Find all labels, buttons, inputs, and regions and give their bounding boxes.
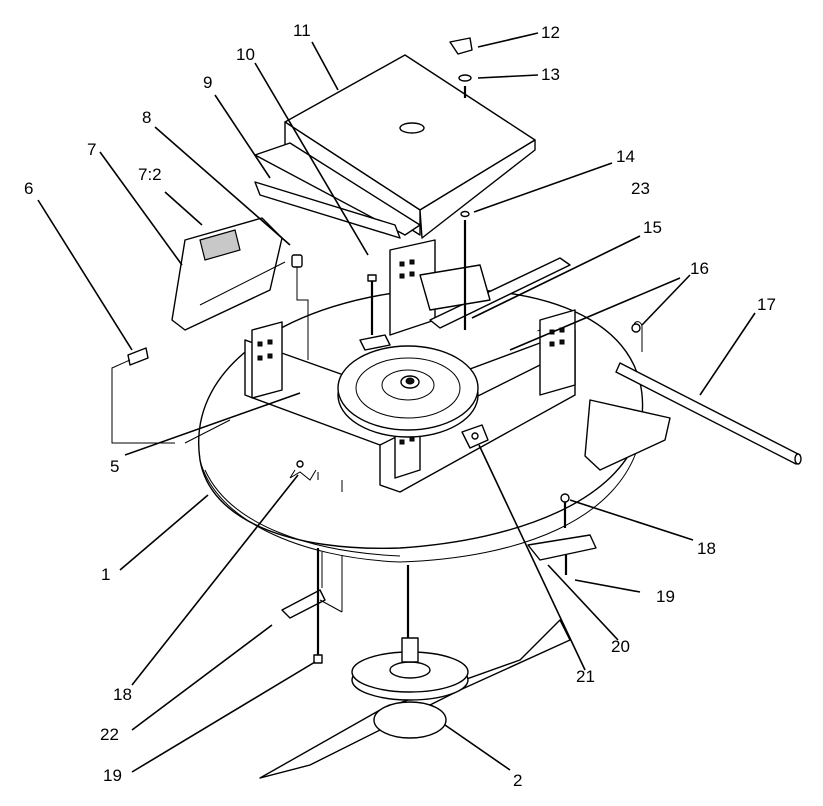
callout-23: 23 <box>631 179 650 198</box>
callout-19-b: 19 <box>656 587 675 606</box>
callout-17: 17 <box>757 295 776 314</box>
leader-lines <box>37 32 756 773</box>
callout-1: 1 <box>101 565 110 584</box>
callout-5: 5 <box>110 457 119 476</box>
callout-10: 10 <box>236 45 255 64</box>
side-shield <box>171 217 286 331</box>
bolt-10 <box>359 274 391 351</box>
callout-18-a: 18 <box>113 685 132 704</box>
callout-7: 7 <box>87 140 96 159</box>
callout-16: 16 <box>690 259 709 278</box>
lock-pin <box>631 321 643 352</box>
callouts: 1 2 5 6 7 7:2 8 9 10 11 12 13 14 15 16 1… <box>24 21 776 790</box>
callout-15: 15 <box>643 218 662 237</box>
callout-11: 11 <box>293 21 311 40</box>
callout-19-a: 19 <box>103 766 122 785</box>
spring <box>111 347 231 444</box>
callout-12: 12 <box>541 23 560 42</box>
cover-knob <box>449 37 473 330</box>
callout-2: 2 <box>513 771 522 790</box>
callout-8: 8 <box>142 108 151 127</box>
callout-13: 13 <box>541 65 560 84</box>
callout-7-2: 7:2 <box>138 165 162 184</box>
pulley <box>337 345 479 438</box>
deck-fasteners <box>289 460 570 575</box>
callout-21: 21 <box>576 667 595 686</box>
shaft-rod <box>615 362 802 465</box>
callout-18-b: 18 <box>697 539 716 558</box>
spindle-blade-assembly <box>259 565 571 779</box>
guard-strip <box>254 142 421 239</box>
callout-20: 20 <box>611 637 630 656</box>
callout-14: 14 <box>616 147 635 166</box>
spacer-block <box>281 552 343 619</box>
idler-bracket <box>461 424 489 449</box>
bolt-19 <box>313 548 323 664</box>
callout-6: 6 <box>24 179 33 198</box>
deflector-bracket <box>527 399 671 561</box>
callout-22: 22 <box>100 725 119 744</box>
callout-9: 9 <box>203 73 212 92</box>
spring-post <box>291 254 309 360</box>
